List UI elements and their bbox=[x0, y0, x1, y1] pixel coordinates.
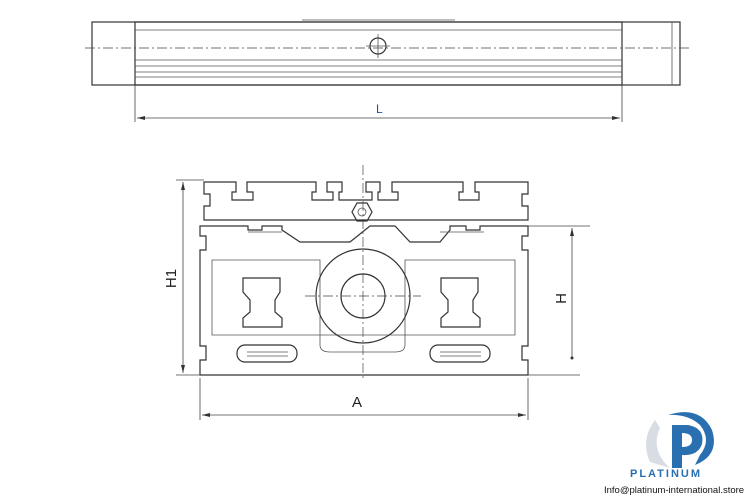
dimension-label-h: H bbox=[552, 293, 570, 304]
contact-email: Info@platinum-international.store bbox=[604, 485, 745, 496]
grease-nipple-icon bbox=[366, 34, 390, 58]
front-view bbox=[176, 165, 590, 420]
dimension-label-h1: H1 bbox=[163, 268, 181, 289]
dimension-label-a: A bbox=[352, 394, 363, 411]
top-view bbox=[85, 19, 690, 122]
platinum-logo bbox=[646, 412, 714, 468]
dimension-label-l: L bbox=[376, 102, 383, 116]
brand-name: PLATINUM bbox=[630, 468, 703, 480]
grease-nipple-icon bbox=[351, 202, 373, 222]
